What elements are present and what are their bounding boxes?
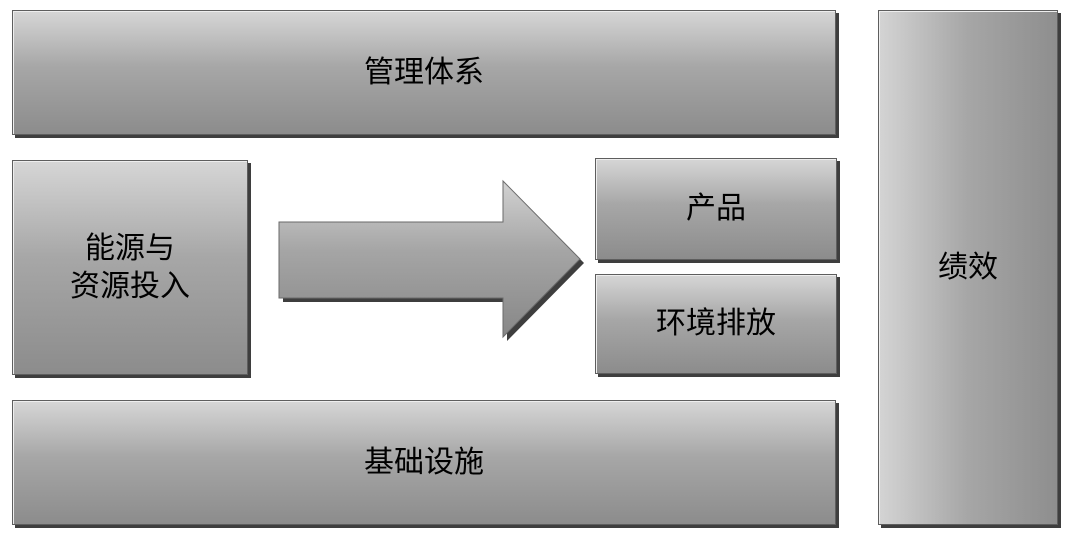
infrastructure-box: 基础设施 <box>12 400 836 525</box>
infrastructure-label: 基础设施 <box>364 444 484 480</box>
management-system-box: 管理体系 <box>12 10 836 135</box>
energy-resource-input-label-line2: 资源投入 <box>70 268 190 304</box>
performance-label: 绩效 <box>938 249 998 285</box>
environmental-emission-label: 环境排放 <box>656 306 776 341</box>
product-label: 产品 <box>686 191 746 226</box>
management-system-label: 管理体系 <box>364 54 484 90</box>
product-box: 产品 <box>595 158 837 260</box>
performance-box: 绩效 <box>878 10 1058 525</box>
flow-arrow-shadow <box>283 185 584 341</box>
energy-resource-input-box: 能源与 资源投入 <box>12 160 248 375</box>
flow-arrow-body <box>278 179 581 339</box>
environmental-emission-box: 环境排放 <box>595 274 837 374</box>
energy-resource-input-label-line1: 能源与 <box>85 230 175 266</box>
